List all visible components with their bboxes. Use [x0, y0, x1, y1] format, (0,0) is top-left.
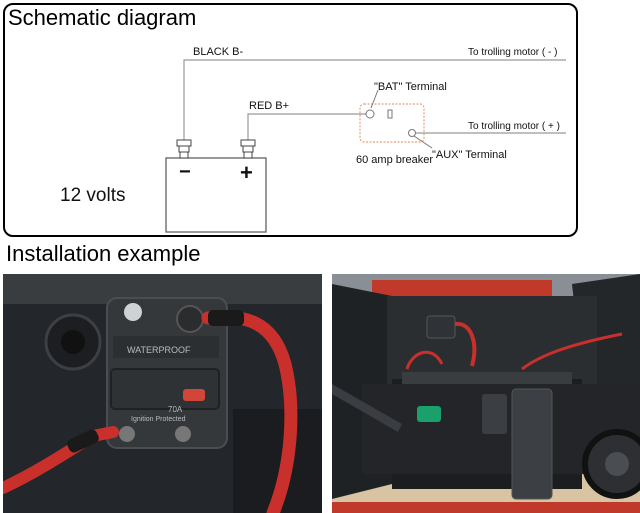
motor-positive-label: To trolling motor ( + )	[468, 121, 560, 132]
aux-terminal-label: "AUX" Terminal	[432, 149, 507, 161]
black-wire-label: BLACK B-	[193, 46, 243, 58]
installation-title: Installation example	[6, 241, 201, 266]
battery-negative-symbol: −	[179, 161, 191, 183]
battery-positive-symbol: +	[240, 160, 253, 185]
red-wire-inside	[454, 321, 477, 367]
schematic-frame	[3, 3, 578, 237]
battery-negative-post	[176, 139, 192, 159]
red-wire	[247, 113, 368, 140]
battery-voltage-label: 12 volts	[60, 185, 125, 206]
breaker-face-text: WATERPROOF	[127, 345, 191, 355]
battery-box-photo	[332, 274, 640, 513]
schematic-title: Schematic diagram	[8, 5, 197, 30]
breaker-rating: 70A	[168, 405, 183, 414]
motor-negative-label: To trolling motor ( - )	[468, 47, 557, 58]
breaker-note: Ignition Protected	[131, 416, 186, 423]
breaker-closeup-photo: WATERPROOF 70A Ignition Protected	[3, 274, 322, 513]
aux-terminal-pointer	[413, 135, 433, 149]
schematic-diagram: − + 12 volts BLACK B- RED B+ To trolling…	[60, 46, 566, 233]
battery-positive-post	[240, 139, 256, 159]
bat-terminal-label: "BAT" Terminal	[374, 81, 447, 93]
breaker-label: 60 amp breaker	[356, 154, 433, 166]
circuit-breaker	[359, 103, 425, 143]
black-wire	[183, 59, 566, 140]
bat-terminal-pointer	[370, 89, 379, 109]
red-wire-label: RED B+	[249, 100, 289, 112]
battery	[165, 157, 267, 233]
